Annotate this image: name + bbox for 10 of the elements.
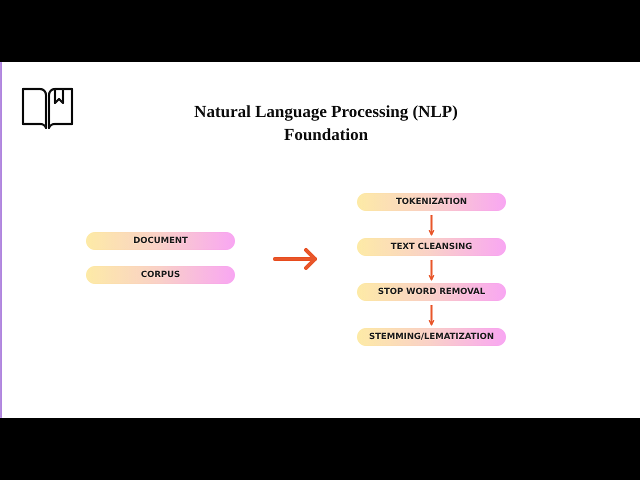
step-pill: DOCUMENT xyxy=(86,232,235,250)
step-pill: STEMMING/LEMATIZATION xyxy=(357,328,506,346)
diagram-title: Natural Language Processing (NLP) Foundation xyxy=(193,101,459,146)
step-pill: CORPUS xyxy=(86,266,235,284)
step-pill: STOP WORD REMOVAL xyxy=(357,283,506,301)
arrow xyxy=(428,305,434,326)
step-pill: TOKENIZATION xyxy=(357,193,506,211)
arrow xyxy=(428,260,434,281)
arrow xyxy=(428,215,434,236)
step-pill: TEXT CLEANSING xyxy=(357,238,506,256)
